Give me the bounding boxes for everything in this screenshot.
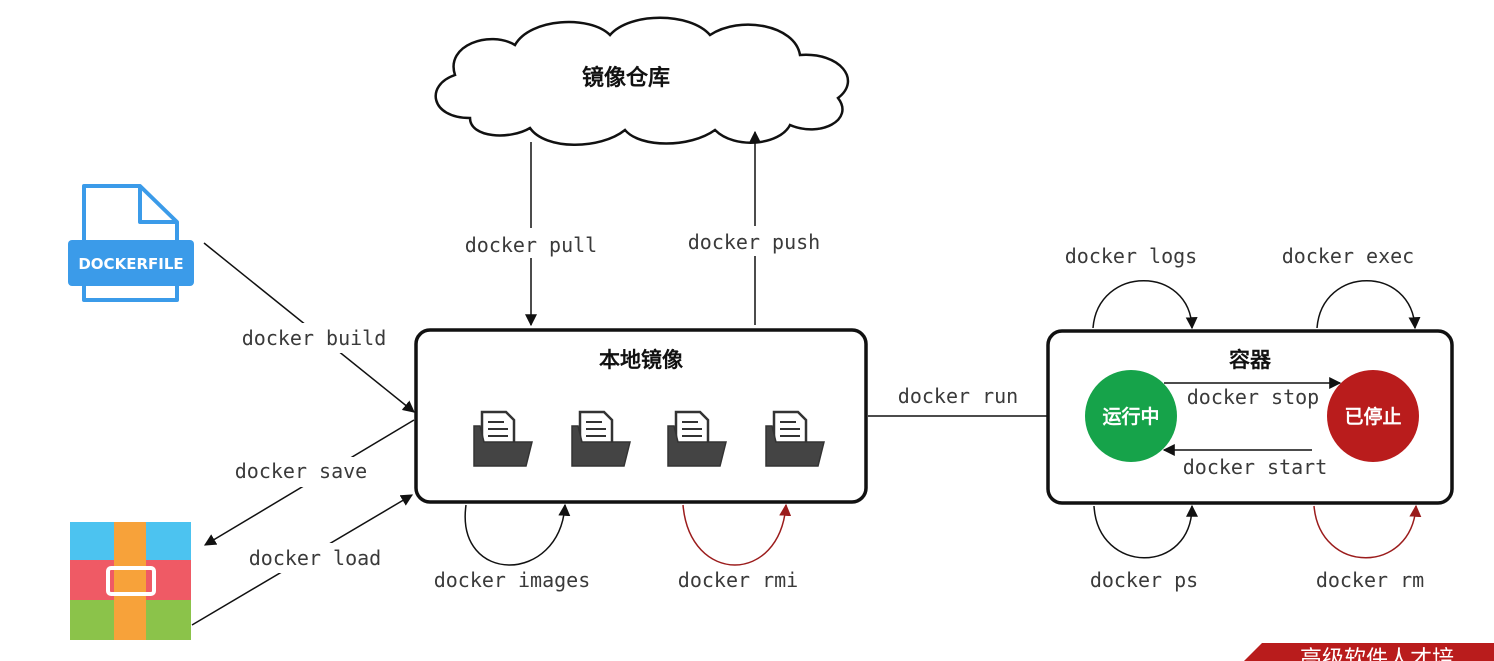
dockerfile-label: DOCKERFILE	[78, 255, 183, 273]
rm-loop-arrow	[1313, 504, 1422, 559]
run-label: docker run	[898, 384, 1018, 408]
running-state	[1085, 370, 1177, 462]
logs-loop-arrow	[1092, 280, 1198, 330]
banner-text: 高级软件人才培	[1300, 647, 1454, 661]
stopped-state	[1327, 370, 1419, 462]
watermark-banner: 高级软件人才培	[1244, 643, 1494, 661]
push-label: docker push	[688, 230, 820, 254]
image-repository-cloud: 镜像仓库	[434, 16, 850, 146]
ps-label: docker ps	[1090, 568, 1198, 592]
container-title: 容器	[1229, 348, 1272, 372]
image-folder-group	[473, 410, 825, 467]
image-folder-icon	[473, 410, 533, 467]
rmi-loop-arrow	[682, 503, 792, 566]
pull-label: docker pull	[465, 233, 597, 257]
logs-label: docker logs	[1065, 244, 1197, 268]
image-folder-icon	[765, 410, 825, 467]
rmi-label: docker rmi	[678, 568, 798, 592]
cloud-shape	[434, 16, 850, 146]
rm-label: docker rm	[1316, 568, 1424, 592]
image-folder-icon	[571, 410, 631, 467]
exec-label: docker exec	[1282, 244, 1414, 268]
ps-loop-arrow	[1093, 504, 1198, 559]
save-label: docker save	[235, 459, 367, 483]
stopped-label: 已停止	[1344, 405, 1401, 428]
load-label: docker load	[249, 546, 381, 570]
build-label: docker build	[242, 326, 387, 350]
images-loop-arrow	[464, 503, 571, 566]
archive-icon	[70, 522, 191, 640]
images-label: docker images	[434, 568, 591, 592]
running-label: 运行中	[1102, 405, 1159, 428]
image-folder-icon	[667, 410, 727, 467]
repository-label: 镜像仓库	[582, 65, 670, 91]
local-images-title: 本地镜像	[599, 348, 684, 372]
exec-loop-arrow	[1316, 280, 1421, 330]
stop-label: docker stop	[1187, 385, 1319, 409]
start-label: docker start	[1183, 455, 1328, 479]
dockerfile-icon: DOCKERFILE	[68, 184, 194, 302]
